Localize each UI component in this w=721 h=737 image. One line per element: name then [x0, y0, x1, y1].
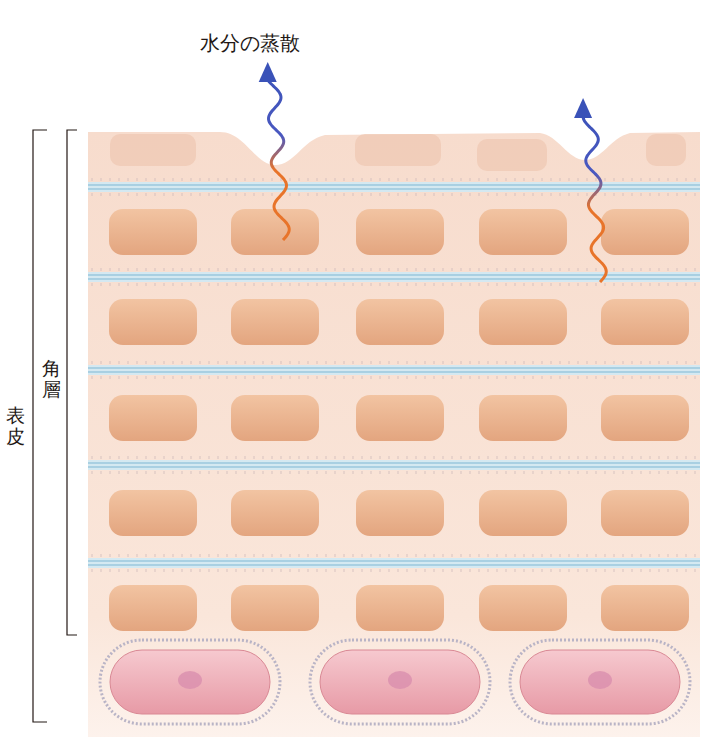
- corneocyte: [356, 299, 444, 345]
- corneocyte: [601, 585, 689, 631]
- corneocyte: [601, 395, 689, 441]
- lipid-layer: [88, 554, 700, 572]
- living-cell: [100, 640, 280, 724]
- corneocyte: [479, 585, 567, 631]
- corneocyte: [109, 209, 197, 255]
- shedding-corneocyte: [646, 134, 686, 166]
- corneocyte: [356, 585, 444, 631]
- shedding-corneocyte: [477, 139, 547, 171]
- epidermis-bracket: [33, 130, 47, 722]
- corneocyte: [479, 395, 567, 441]
- corneocyte: [109, 299, 197, 345]
- corneocyte: [231, 490, 319, 536]
- corneocyte: [479, 490, 567, 536]
- lipid-layer: [88, 456, 700, 474]
- corneocyte: [356, 209, 444, 255]
- evaporation-arrow: [574, 98, 606, 282]
- corneocyte: [109, 490, 197, 536]
- living-cell: [310, 640, 490, 724]
- layer-label: 表皮: [6, 405, 25, 447]
- shedding-corneocyte: [110, 134, 196, 166]
- lipid-layer: [88, 268, 700, 286]
- corneocyte: [479, 209, 567, 255]
- layer-label: 角層: [42, 358, 61, 400]
- skin-ground: [88, 132, 700, 737]
- corneocyte: [231, 209, 319, 255]
- shedding-corneocyte: [355, 134, 441, 166]
- lipid-layer: [88, 178, 700, 196]
- corneocyte: [479, 299, 567, 345]
- corneocyte: [601, 490, 689, 536]
- corneocyte: [231, 395, 319, 441]
- corneocyte: [231, 299, 319, 345]
- living-cell: [510, 640, 690, 724]
- corneocyte: [109, 585, 197, 631]
- corneocyte: [356, 395, 444, 441]
- lipid-layer: [88, 361, 700, 379]
- corneocyte: [601, 209, 689, 255]
- evaporation-arrow: [259, 62, 290, 240]
- corneocyte: [601, 299, 689, 345]
- corneocyte: [109, 395, 197, 441]
- stratum-corneum-bracket: [67, 130, 77, 635]
- corneocyte: [231, 585, 319, 631]
- corneocyte: [356, 490, 444, 536]
- evaporation-label: 水分の蒸散: [200, 30, 300, 57]
